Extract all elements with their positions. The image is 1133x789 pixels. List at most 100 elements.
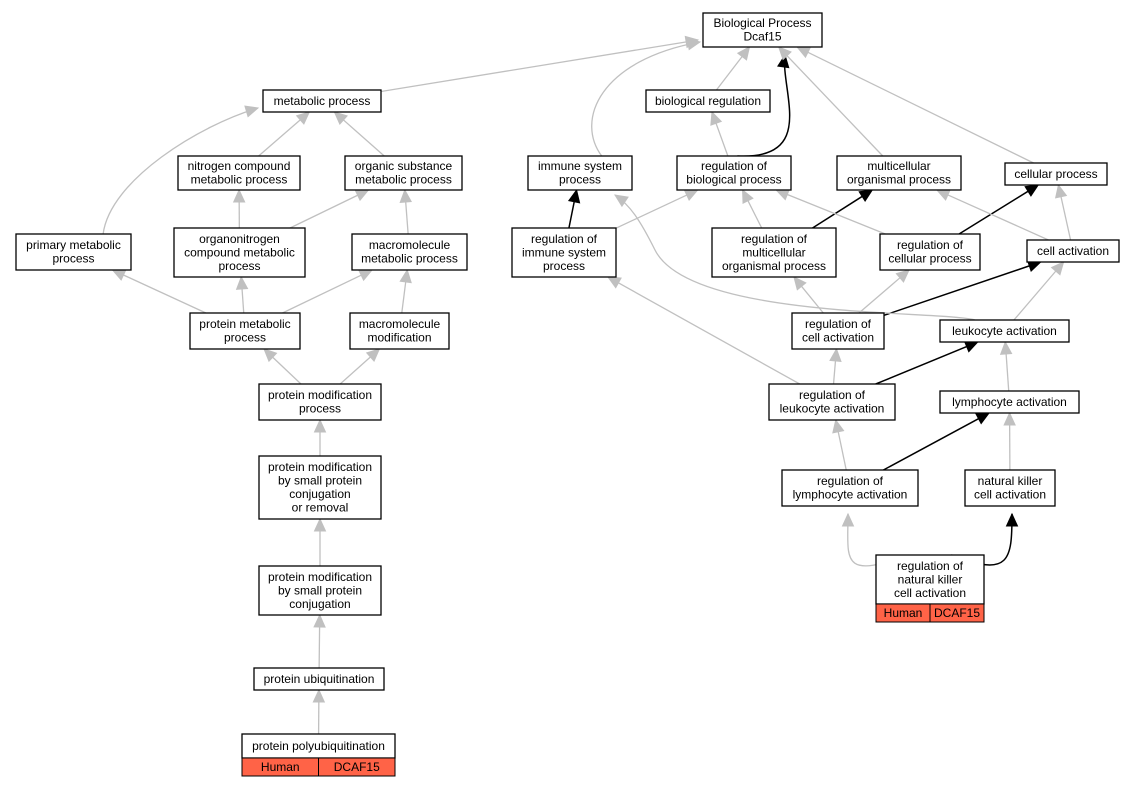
- node-bioreg[interactable]: biological regulation: [645, 89, 771, 113]
- edge-protmet-to-macromol: [282, 274, 362, 314]
- node-box: [177, 155, 301, 191]
- node-label: biological process: [686, 173, 781, 187]
- arrowhead-regcellact-to-regcellular: [895, 269, 910, 283]
- edge-nitrogen-to-metabolic: [258, 119, 301, 157]
- node-box: [241, 733, 396, 759]
- node-label: protein modification: [268, 570, 372, 584]
- node-label: by small protein: [278, 474, 362, 488]
- node-label: leukocyte activation: [952, 324, 1057, 338]
- node-label: conjugation: [289, 487, 350, 501]
- arrowhead-protmet-to-primary: [111, 269, 127, 281]
- node-box: [939, 319, 1070, 343]
- edge-regleuk-to-regimmune: [618, 282, 801, 385]
- node-box: [645, 89, 771, 113]
- edge-protmet-to-organonitrogen: [241, 288, 245, 314]
- arrowhead-lymphact-to-leukact: [999, 340, 1013, 355]
- arrowhead-regleuk-to-leukact: [963, 340, 979, 353]
- node-label: regulation of: [897, 559, 964, 573]
- node-label: modification: [367, 331, 431, 345]
- arrowhead-immune-to-bp: [686, 38, 702, 51]
- edge-reglymph-to-regleuk: [837, 431, 847, 471]
- node-label: cellular process: [888, 252, 971, 266]
- arrowhead-regmulti-to-multi: [858, 189, 874, 203]
- node-box: [258, 455, 382, 520]
- tag-box: [929, 603, 985, 623]
- node-label: leukocyte activation: [780, 402, 885, 416]
- node-label: compound metabolic: [184, 245, 295, 259]
- node-box: [768, 383, 896, 421]
- arrowhead-regleuk-to-regimmune: [606, 276, 622, 289]
- edge-organonitrogen-to-organic: [289, 194, 358, 229]
- edge-organic-to-metabolic: [343, 119, 385, 157]
- node-box: [676, 155, 792, 191]
- arrowhead-protmodsmall-to-protmod: [313, 418, 327, 433]
- node-metabolic[interactable]: metabolic process: [262, 89, 382, 113]
- node-box: [879, 233, 981, 271]
- edge-protmod-to-macromod: [339, 356, 371, 385]
- arrowhead-organic-to-metabolic: [333, 111, 348, 125]
- edge-leukact-to-cellact: [1013, 270, 1057, 321]
- node-leukact[interactable]: leukocyte activation: [939, 319, 1070, 343]
- node-label: macromolecule: [369, 238, 451, 252]
- arrowhead-leukact-to-immune: [614, 194, 629, 208]
- node-label: regulation of: [817, 474, 884, 488]
- edge-lymphact-to-leukact: [1005, 353, 1010, 392]
- node-label: metabolic process: [191, 173, 288, 187]
- node-box: [189, 312, 301, 350]
- node-cellact[interactable]: cell activation: [1026, 239, 1120, 263]
- node-label: protein ubiquitination: [264, 672, 375, 686]
- node-label: natural killer: [978, 474, 1043, 488]
- edge-regleuk-to-leukact: [875, 345, 967, 385]
- node-box: [939, 390, 1080, 414]
- edge-metabolic-to-bp: [380, 39, 699, 93]
- edges-layer: [102, 35, 1072, 735]
- node-label: lymphocyte activation: [952, 395, 1067, 409]
- edge-regimmune-to-regbio: [615, 194, 688, 229]
- arrowhead-protmod-to-protmet: [263, 348, 278, 363]
- edge-regcellular-to-regbio: [787, 193, 886, 235]
- node-box: [702, 12, 823, 48]
- node-label: or removal: [292, 501, 349, 515]
- edge-protmet-to-primary: [123, 274, 207, 314]
- arrowhead-protmodconj-to-protmodsmall: [313, 517, 327, 532]
- node-box: [527, 155, 633, 191]
- node-lymphact[interactable]: lymphocyte activation: [939, 390, 1080, 414]
- arrowhead-primary-to-metabolic: [244, 105, 260, 118]
- arrowhead-organonitrogen-to-nitrogen: [232, 188, 246, 203]
- node-label: protein modification: [268, 388, 372, 402]
- arrowhead-protmod-to-macromod: [365, 348, 381, 363]
- node-cellular[interactable]: cellular process: [1004, 162, 1108, 186]
- node-ubiq[interactable]: protein ubiquitination: [253, 667, 385, 691]
- edge-regbio-to-bp: [737, 54, 791, 157]
- edge-immune-to-bp: [591, 41, 701, 157]
- arrowhead-regcellact-to-regmulti: [793, 276, 807, 291]
- node-label: organonitrogen: [199, 232, 280, 246]
- node-label: process: [224, 331, 266, 345]
- arrowhead-leukact-to-cellact: [1050, 261, 1065, 276]
- node-box: [344, 155, 463, 191]
